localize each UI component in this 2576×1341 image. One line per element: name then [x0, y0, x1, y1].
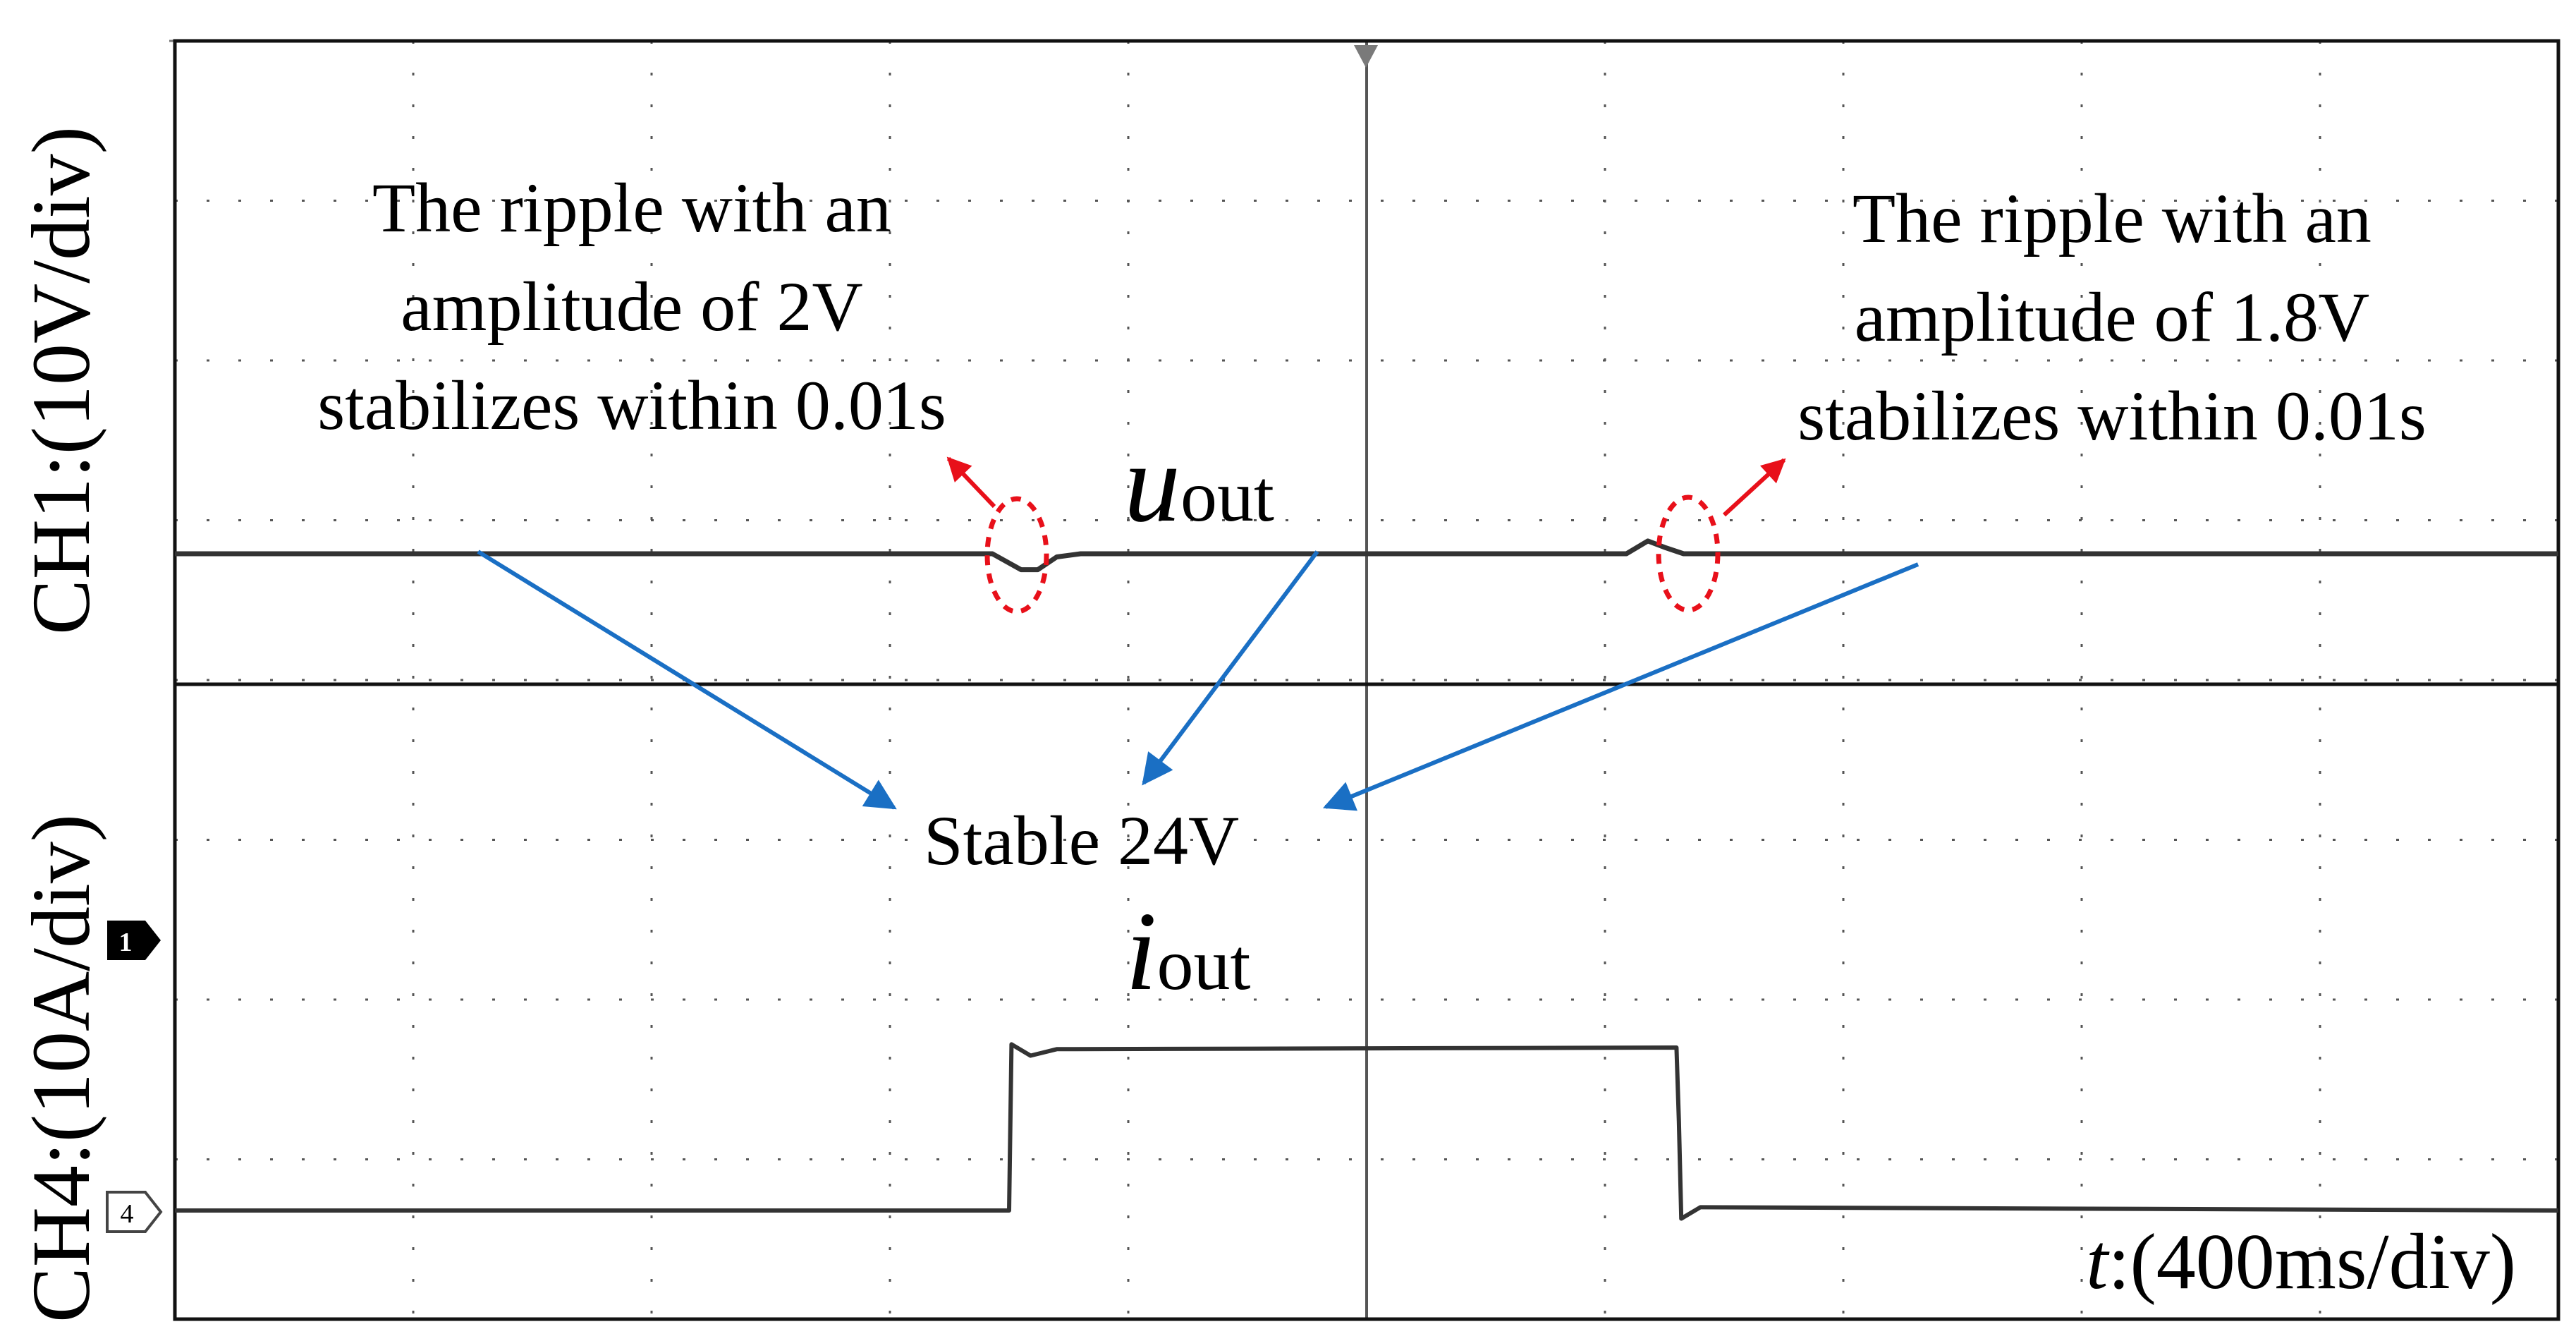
ripple-left-marker [984, 496, 1049, 614]
ripple-left-line-1: The ripple with an [372, 169, 891, 247]
i-out-sub: out [1156, 924, 1250, 1005]
ch1-marker: 1 [107, 921, 161, 960]
ripple-right-line-1: The ripple with an [1852, 179, 2371, 257]
ch4-marker-icon [106, 1191, 163, 1233]
ripple-right-marker [1656, 494, 1721, 613]
ripple-right-annotation: The ripple with an amplitude of 1.8V sta… [1797, 179, 2427, 455]
u-out-label: uout [1124, 420, 1274, 545]
i-out-label: iout [1125, 888, 1250, 1014]
ripple-right-arrow [1722, 458, 1786, 517]
ch1-marker-label: 1 [119, 928, 133, 957]
ripple-left-arrow [946, 456, 996, 509]
ripple-right-line-3: stabilizes within 0.01s [1797, 377, 2427, 455]
ch1-marker-icon [107, 921, 161, 960]
u-out-sub: out [1180, 456, 1274, 537]
time-base-rest: :(400ms/div) [2108, 1218, 2516, 1306]
ch4-scale-label: CH4:(10A/div) [15, 814, 107, 1323]
ripple-left-line-3: stabilizes within 0.01s [317, 366, 946, 444]
trigger-marker-icon [1354, 45, 1378, 68]
ripple-left-annotation: The ripple with an amplitude of 2V stabi… [317, 169, 946, 444]
ripple-left-line-2: amplitude of 2V [401, 267, 862, 346]
series-i-out-trace [175, 1042, 2559, 1221]
u-out-var: u [1124, 420, 1180, 545]
scope-grid [175, 41, 2558, 1319]
ripple-right-line-2: amplitude of 1.8V [1855, 278, 2369, 356]
ch4-marker: 4 [106, 1191, 163, 1233]
time-base-var: t [2086, 1218, 2110, 1306]
time-base-label: t:(400ms/div) [2086, 1218, 2516, 1306]
plot-frame [173, 39, 2560, 1321]
i-out-var: i [1125, 888, 1156, 1014]
stable-arrow-1 [477, 550, 897, 810]
ch1-scale-label: CH1:(10V/div) [15, 126, 107, 635]
ch4-marker-label: 4 [121, 1199, 134, 1229]
series-u-out-trace [175, 538, 2558, 573]
stable-label: Stable 24V [924, 801, 1239, 880]
stable-arrow-2 [1142, 550, 1319, 786]
stable-arrow-3 [1322, 562, 1919, 811]
